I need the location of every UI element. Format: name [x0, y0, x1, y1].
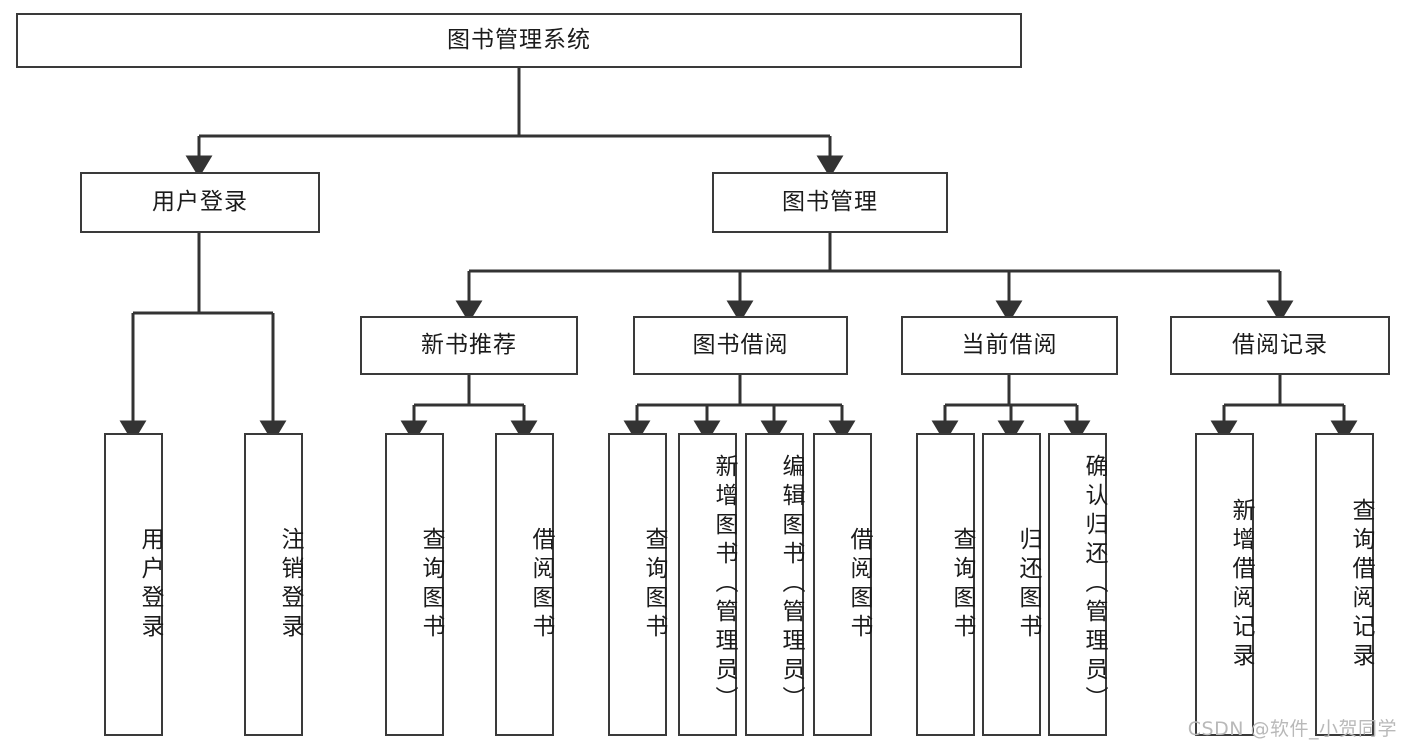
leaf-user-login-login[interactable]: 用户登录	[104, 433, 163, 736]
node-new-book-recommend-label: 新书推荐	[421, 331, 517, 358]
leaf-current-borrow-query[interactable]: 查询图书	[916, 433, 975, 736]
leaf-borrow-record-query-label: 查询借阅记录	[1348, 497, 1374, 672]
node-borrow-record[interactable]: 借阅记录	[1170, 316, 1390, 375]
node-user-login-label: 用户登录	[152, 188, 248, 215]
leaf-borrow-record-add-label: 新增借阅记录	[1228, 497, 1254, 672]
leaf-current-borrow-confirm-return-label: 确认归还（管理员）	[1081, 454, 1107, 715]
leaf-new-book-query-label: 查询图书	[418, 526, 444, 643]
leaf-current-borrow-return-label: 归还图书	[1015, 526, 1041, 643]
leaf-book-borrow-query[interactable]: 查询图书	[608, 433, 667, 736]
leaf-book-borrow-borrow[interactable]: 借阅图书	[813, 433, 872, 736]
leaf-current-borrow-confirm-return[interactable]: 确认归还（管理员）	[1048, 433, 1107, 736]
leaf-book-borrow-add-label: 新增图书（管理员）	[711, 454, 737, 715]
leaf-book-borrow-edit[interactable]: 编辑图书（管理员）	[745, 433, 804, 736]
node-root-system-label: 图书管理系统	[447, 26, 591, 53]
leaf-book-borrow-borrow-label: 借阅图书	[846, 526, 872, 643]
node-book-management[interactable]: 图书管理	[712, 172, 948, 233]
node-book-borrow[interactable]: 图书借阅	[633, 316, 848, 375]
node-root-system[interactable]: 图书管理系统	[16, 13, 1022, 68]
node-book-borrow-label: 图书借阅	[692, 331, 789, 358]
leaf-user-login-logout-label: 注销登录	[277, 526, 303, 643]
leaf-user-login-logout[interactable]: 注销登录	[244, 433, 303, 736]
leaf-borrow-record-add[interactable]: 新增借阅记录	[1195, 433, 1254, 736]
node-user-login[interactable]: 用户登录	[80, 172, 320, 233]
node-borrow-record-label: 借阅记录	[1232, 331, 1328, 358]
node-current-borrow-label: 当前借阅	[961, 331, 1058, 358]
leaf-new-book-borrow-label: 借阅图书	[528, 526, 554, 643]
leaf-book-borrow-query-label: 查询图书	[641, 526, 667, 643]
leaf-new-book-query[interactable]: 查询图书	[385, 433, 444, 736]
node-book-management-label: 图书管理	[782, 188, 878, 215]
node-new-book-recommend[interactable]: 新书推荐	[360, 316, 578, 375]
leaf-borrow-record-query[interactable]: 查询借阅记录	[1315, 433, 1374, 736]
node-current-borrow[interactable]: 当前借阅	[901, 316, 1118, 375]
leaf-current-borrow-query-label: 查询图书	[949, 526, 975, 643]
leaf-new-book-borrow[interactable]: 借阅图书	[495, 433, 554, 736]
leaf-current-borrow-return[interactable]: 归还图书	[982, 433, 1041, 736]
leaf-book-borrow-edit-label: 编辑图书（管理员）	[778, 454, 804, 715]
leaf-book-borrow-add[interactable]: 新增图书（管理员）	[678, 433, 737, 736]
leaf-user-login-login-label: 用户登录	[137, 526, 163, 643]
